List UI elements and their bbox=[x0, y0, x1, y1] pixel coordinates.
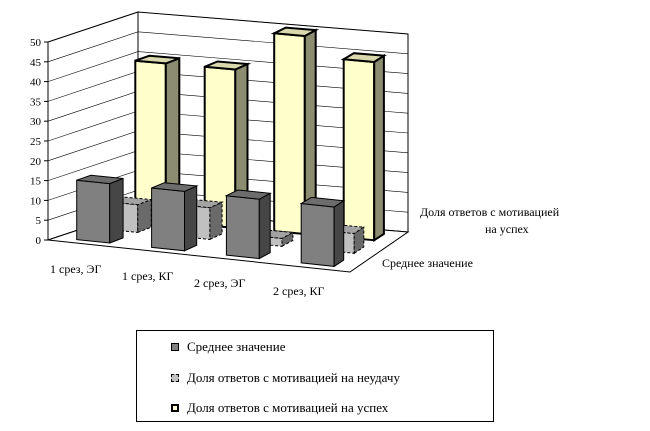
bar-mean-4-front bbox=[300, 202, 335, 267]
y-tick-label: 50 bbox=[30, 37, 42, 49]
legend-swatch-mean bbox=[171, 343, 179, 351]
bar-mean-2-front bbox=[151, 187, 185, 252]
x-tick-label: 1 срез, ЭГ bbox=[50, 262, 101, 276]
legend-label-mean: Среднее значение bbox=[187, 339, 286, 354]
legend-label-success: Доля ответов с мотивацией на успех bbox=[187, 400, 389, 415]
bar-success-4-front bbox=[342, 58, 376, 242]
y-tick-label: 0 bbox=[36, 235, 42, 247]
bar-success-3-top bbox=[270, 26, 320, 38]
bar-mean-2-top bbox=[151, 182, 199, 192]
bar-mean-2-side bbox=[184, 185, 198, 252]
legend-item-mean: Среднее значение bbox=[171, 339, 285, 355]
y-tick-label: 15 bbox=[30, 176, 42, 188]
bar-success-1-top bbox=[134, 54, 180, 65]
y-tick-label: 45 bbox=[30, 57, 42, 69]
legend-swatch-failure bbox=[171, 374, 179, 382]
gridline-45 bbox=[47, 31, 409, 63]
y-tick-label: 5 bbox=[36, 215, 42, 227]
y-tick-label: 35 bbox=[30, 96, 42, 108]
bar-mean-1-top bbox=[76, 174, 124, 185]
depth-label-success-line2: на успех bbox=[485, 222, 529, 236]
bar-failure-2-side bbox=[209, 201, 223, 241]
bar-mean-3-front bbox=[225, 195, 260, 260]
legend-item-failure: Доля ответов с мотивацией на неудачу bbox=[171, 370, 400, 386]
bar-mean-4-top bbox=[299, 196, 346, 208]
gridline-40 bbox=[47, 51, 409, 82]
depth-label-success-line1: Доля ответов с мотивацией bbox=[420, 205, 560, 219]
x-tick-label: 2 срез, ЭГ bbox=[194, 276, 245, 290]
bar-success-2-top bbox=[204, 60, 252, 71]
bar-mean-4-side bbox=[333, 199, 345, 268]
legend: Среднее значение Доля ответов с мотиваци… bbox=[136, 330, 494, 422]
bar-mean-3-side bbox=[258, 192, 271, 260]
x-tick-label: 2 срез, КГ bbox=[273, 284, 325, 298]
bar-mean-3-top bbox=[224, 189, 272, 200]
legend-swatch-success bbox=[171, 404, 179, 412]
y-tick-label: 25 bbox=[30, 136, 42, 148]
y-tick-label: 40 bbox=[30, 77, 42, 89]
legend-item-success: Доля ответов с мотивацией на успех bbox=[171, 400, 388, 416]
y-tick-label: 30 bbox=[30, 116, 42, 128]
depth-label-mean: Среднее значение bbox=[382, 256, 473, 270]
y-tick-label: 20 bbox=[30, 156, 42, 168]
bar-success-4-side bbox=[373, 53, 385, 243]
legend-label-failure: Доля ответов с мотивацией на неудачу bbox=[187, 370, 400, 385]
bar-mean-1-front bbox=[76, 179, 111, 244]
bar-mean-1-side bbox=[109, 177, 124, 244]
y-tick-label: 10 bbox=[30, 195, 42, 207]
gridline-50 bbox=[47, 11, 409, 43]
bar-success-4-top bbox=[340, 52, 387, 64]
x-tick-label: 1 срез, КГ bbox=[122, 269, 174, 283]
bar-failure-1-side bbox=[137, 198, 152, 234]
